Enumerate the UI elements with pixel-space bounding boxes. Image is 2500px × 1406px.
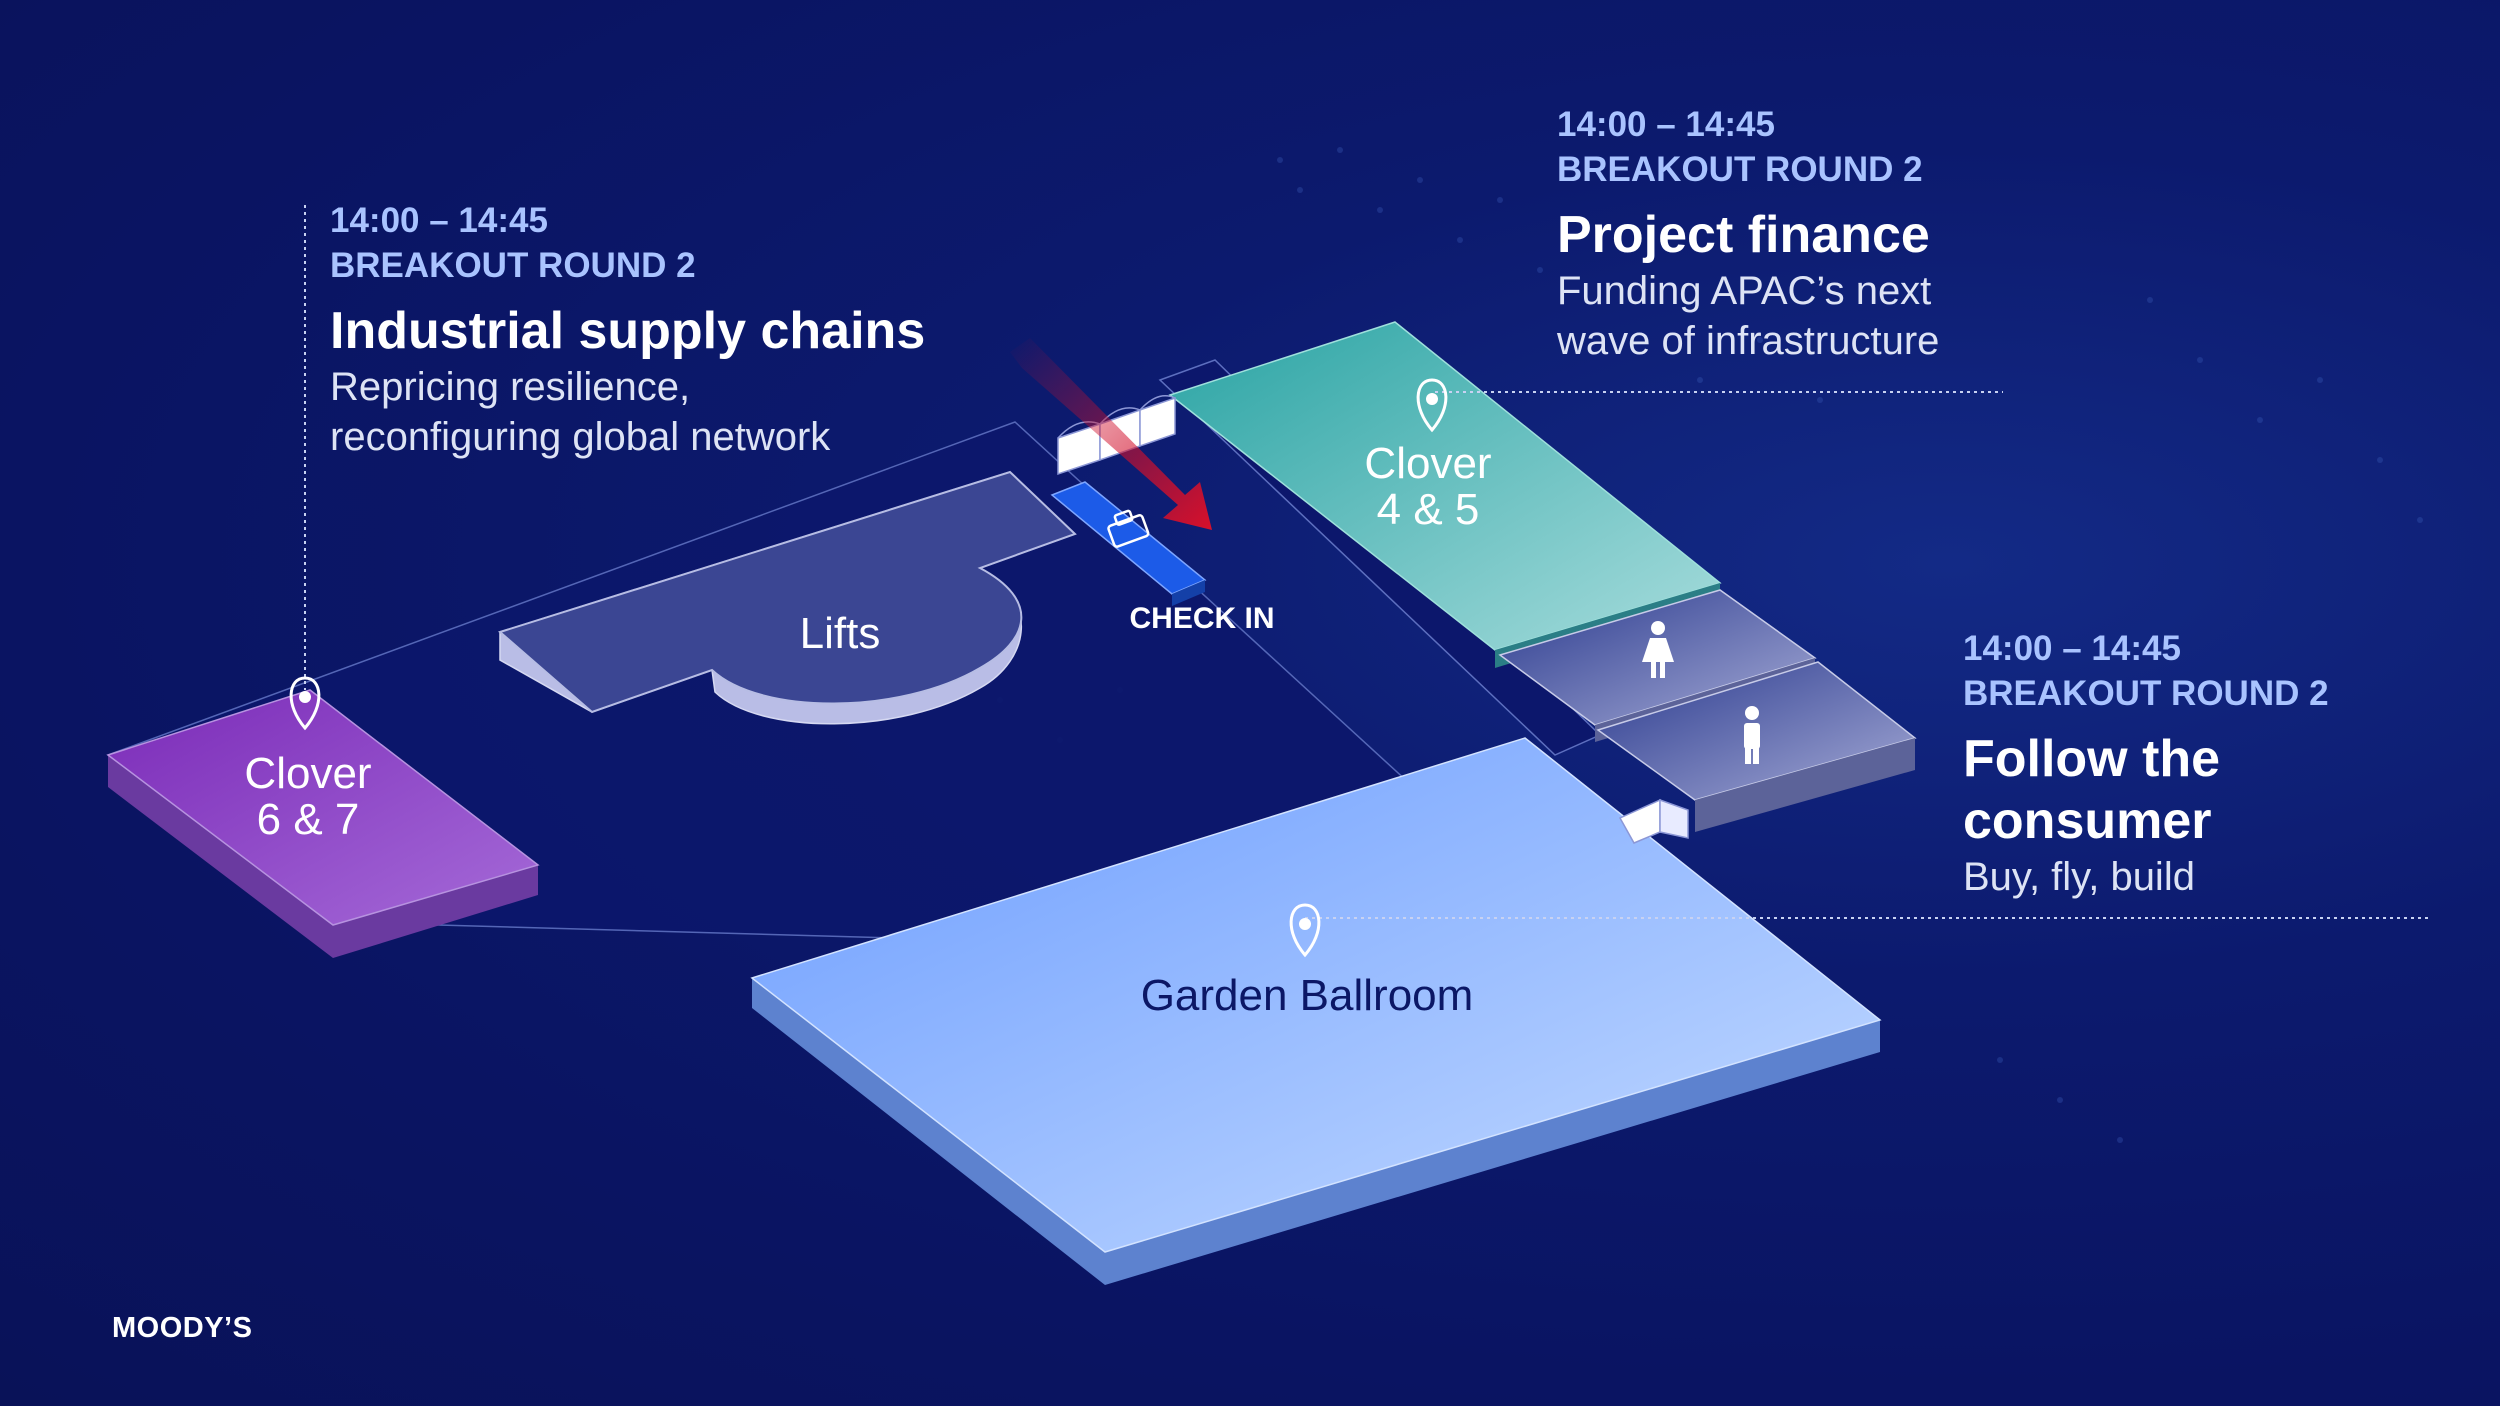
- clover-6-7-label-line1: Clover: [244, 749, 371, 798]
- door-icon: [1618, 798, 1689, 844]
- garden-ballroom-label: Garden Ballroom: [1141, 971, 1474, 1020]
- location-pin-icon: [289, 676, 321, 731]
- lifts-block: [497, 470, 1077, 725]
- clover-4-5-label-line2: 4 & 5: [1377, 485, 1480, 534]
- session-follow-the-consumer: 14:00 – 14:45 BREAKOUT ROUND 2 Follow th…: [1963, 626, 2329, 902]
- session-description: wave of infrastructure: [1557, 319, 1940, 363]
- session-title: consumer: [1963, 792, 2212, 850]
- clover-6-7-room[interactable]: [106, 689, 540, 958]
- session-round: BREAKOUT ROUND 2: [330, 246, 696, 285]
- session-industrial-supply-chains: 14:00 – 14:45 BREAKOUT ROUND 2 Industria…: [330, 198, 925, 462]
- leader-lines: [304, 205, 2430, 919]
- session-time: 14:00 – 14:45: [1557, 105, 1775, 144]
- female-restroom-icon: [1642, 621, 1674, 678]
- session-project-finance: 14:00 – 14:45 BREAKOUT ROUND 2 Project f…: [1557, 102, 1939, 366]
- check-in-label: CHECK IN: [1129, 602, 1274, 635]
- session-description: Repricing resilience,: [330, 365, 691, 409]
- session-description: reconfiguring global network: [330, 415, 831, 459]
- garden-ballroom-room[interactable]: [750, 737, 1882, 1285]
- check-in-icon: [1107, 509, 1150, 548]
- session-round: BREAKOUT ROUND 2: [1557, 150, 1923, 189]
- location-pin-icon: [1289, 903, 1321, 958]
- session-time: 14:00 – 14:45: [330, 201, 548, 240]
- session-title: Industrial supply chains: [330, 302, 926, 360]
- session-title: Project finance: [1557, 206, 1930, 264]
- lifts-label: Lifts: [800, 609, 881, 658]
- male-restroom-icon: [1744, 706, 1760, 764]
- session-description: Funding APAC’s next: [1557, 269, 1932, 313]
- session-description: Buy, fly, build: [1963, 855, 2195, 899]
- session-round: BREAKOUT ROUND 2: [1963, 674, 2329, 713]
- session-time: 14:00 – 14:45: [1963, 629, 2181, 668]
- clover-6-7-label-line2: 6 & 7: [257, 795, 360, 844]
- clover-4-5-label-line1: Clover: [1364, 439, 1491, 488]
- session-title: Follow the: [1963, 730, 2221, 788]
- location-pin-icon: [1416, 378, 1448, 433]
- check-in-desk[interactable]: [1050, 481, 1207, 606]
- moodys-logo: MOODY’S: [112, 1312, 253, 1344]
- arrow-icon: [1010, 338, 1212, 530]
